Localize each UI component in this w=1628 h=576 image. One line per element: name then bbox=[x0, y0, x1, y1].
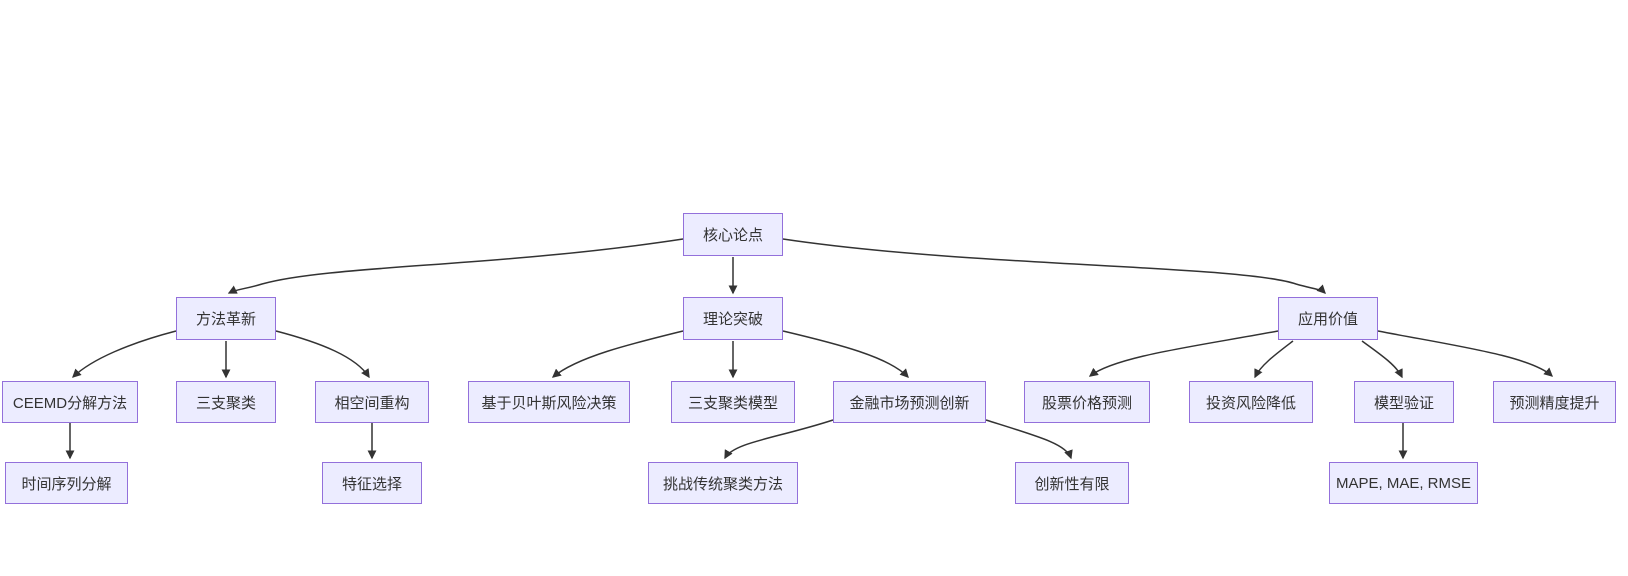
node-method-innovation: 方法革新 bbox=[176, 297, 276, 340]
node-time-series-decomposition: 时间序列分解 bbox=[5, 462, 128, 504]
edge-theoretical-breakthrough-to-bayesian-risk-decision bbox=[551, 330, 684, 378]
edge-method-innovation-to-phase-space-reconstruction bbox=[275, 330, 370, 379]
node-three-way-clustering-model: 三支聚类模型 bbox=[671, 381, 795, 423]
edge-method-innovation-to-ceemd-decomposition bbox=[72, 330, 177, 378]
edge-financial-market-prediction-innovation-to-challenge-traditional-clustering bbox=[724, 419, 834, 460]
edge-core-argument-to-method-innovation bbox=[227, 238, 684, 294]
node-financial-market-prediction-innovation: 金融市场预测创新 bbox=[833, 381, 986, 423]
edge-theoretical-breakthrough-to-financial-market-prediction-innovation bbox=[782, 330, 909, 378]
edge-financial-market-prediction-innovation-to-limited-innovation bbox=[985, 419, 1073, 460]
node-limited-innovation: 创新性有限 bbox=[1015, 462, 1129, 504]
edge-core-argument-to-application-value bbox=[782, 238, 1326, 294]
node-feature-selection: 特征选择 bbox=[322, 462, 422, 504]
edge-application-value-to-model-validation bbox=[1361, 340, 1403, 379]
node-stock-price-prediction: 股票价格预测 bbox=[1024, 381, 1150, 423]
edge-application-value-to-investment-risk-reduction bbox=[1254, 340, 1294, 379]
node-ceemd-decomposition: CEEMD分解方法 bbox=[2, 381, 138, 423]
node-theoretical-breakthrough: 理论突破 bbox=[683, 297, 783, 340]
node-application-value: 应用价值 bbox=[1278, 297, 1378, 340]
edge-application-value-to-stock-price-prediction bbox=[1088, 330, 1279, 377]
node-prediction-accuracy-improvement: 预测精度提升 bbox=[1493, 381, 1616, 423]
node-model-validation: 模型验证 bbox=[1354, 381, 1454, 423]
node-evaluation-metrics: MAPE, MAE, RMSE bbox=[1329, 462, 1478, 504]
node-three-way-clustering: 三支聚类 bbox=[176, 381, 276, 423]
node-challenge-traditional-clustering: 挑战传统聚类方法 bbox=[648, 462, 798, 504]
node-core-argument: 核心论点 bbox=[683, 213, 783, 256]
edge-application-value-to-prediction-accuracy-improvement bbox=[1377, 330, 1554, 377]
node-bayesian-risk-decision: 基于贝叶斯风险决策 bbox=[468, 381, 630, 423]
node-phase-space-reconstruction: 相空间重构 bbox=[315, 381, 429, 423]
node-investment-risk-reduction: 投资风险降低 bbox=[1189, 381, 1313, 423]
